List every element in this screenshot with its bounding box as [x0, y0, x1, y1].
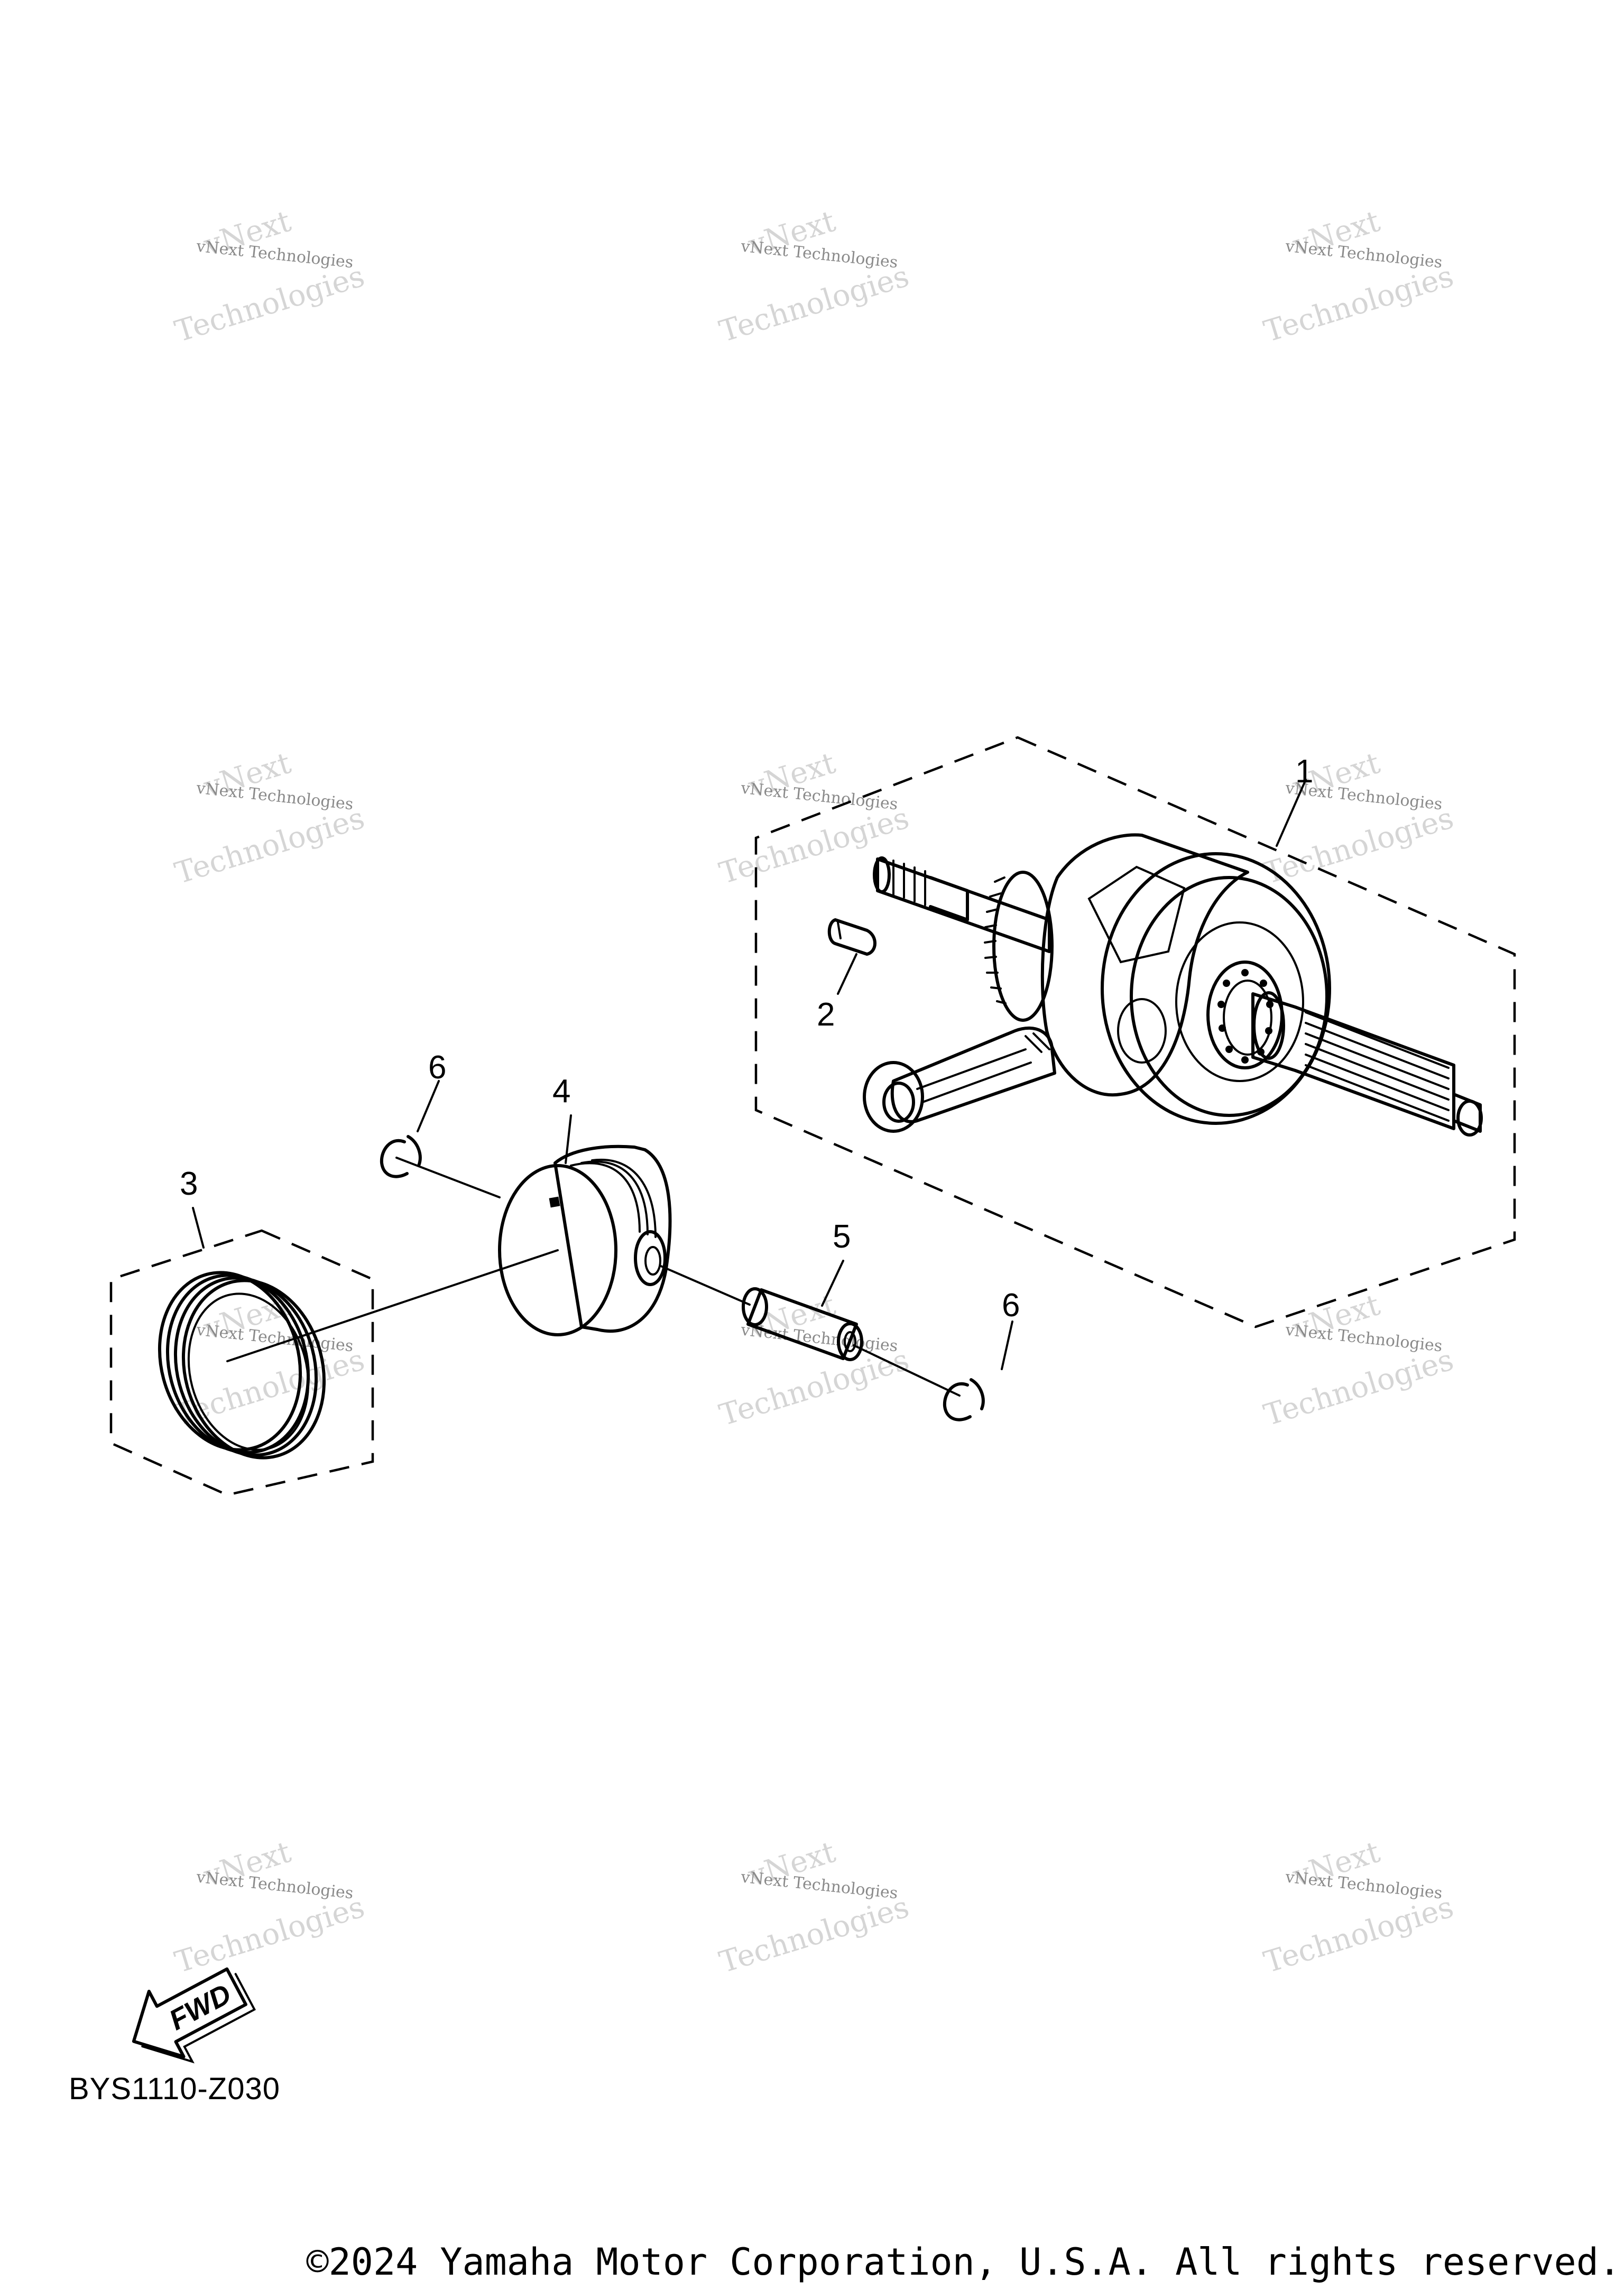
crankshaft-right-shaft [1251, 991, 1483, 1137]
connecting-rod [863, 1027, 1056, 1133]
watermark: vNext vNext Technologies Technologies [716, 204, 913, 349]
watermark-large-bottom: Technologies [171, 1890, 368, 1980]
watermark: vNext vNext Technologies Technologies [716, 1835, 913, 1980]
circlip-left[interactable] [380, 1135, 422, 1178]
circlip-right[interactable] [943, 1378, 985, 1421]
piston-crown-mark [549, 1196, 560, 1208]
watermark: vNext vNext Technologies Technologies [171, 746, 368, 891]
watermark: vNext vNext Technologies Technologies [1260, 1835, 1457, 1980]
crankshaft-right-web [1101, 852, 1331, 1125]
callout-1: 1 [1295, 753, 1313, 790]
centerline-rings-piston [226, 1249, 559, 1362]
callout-4: 4 [552, 1073, 570, 1110]
watermark-large-bottom: Technologies [1260, 1890, 1457, 1980]
watermark: vNext vNext Technologies Technologies [171, 1288, 368, 1433]
watermark-large-bottom: Technologies [171, 259, 368, 349]
piston-pin[interactable] [742, 1287, 863, 1361]
watermark: vNext vNext Technologies Technologies [171, 1835, 368, 1980]
leader-lines [192, 779, 1307, 1397]
watermark-large-bottom: Technologies [716, 259, 913, 349]
watermark: vNext vNext Technologies Technologies [171, 204, 368, 349]
watermark: vNext vNext Technologies Technologies [716, 746, 913, 891]
centerline-piston-pin [660, 1265, 751, 1306]
piston-ring-set[interactable] [140, 1257, 343, 1474]
crankshaft-drive-gear [984, 871, 1054, 1022]
callout-numbers: 1 2 3 4 5 6 6 [180, 753, 1313, 1324]
watermark-large-bottom: Technologies [716, 1343, 913, 1433]
crankshaft-bearing [1206, 961, 1284, 1069]
crankshaft-left-web [1040, 833, 1249, 1097]
watermark-grid: vNext vNext Technologies Technologies vN… [171, 204, 1457, 1980]
callout-5: 5 [833, 1218, 851, 1255]
diagram-code: BYS1110-Z030 [69, 2072, 280, 2106]
watermark: vNext vNext Technologies Technologies [1260, 204, 1457, 349]
callout-2: 2 [817, 996, 835, 1033]
woodruff-key[interactable] [827, 918, 876, 956]
callout-3: 3 [180, 1166, 198, 1202]
watermark-large-bottom: Technologies [716, 1890, 913, 1980]
centerline-pin-circlip [853, 1344, 961, 1397]
piston[interactable] [498, 1144, 672, 1336]
crankshaft-assembly-boundary [754, 736, 1516, 1328]
callout-6-right: 6 [1002, 1287, 1020, 1324]
watermark-large-bottom: Technologies [1260, 259, 1457, 349]
crankshaft-assy[interactable] [863, 833, 1483, 1137]
watermark: vNext vNext Technologies Technologies [1260, 1288, 1457, 1433]
callout-6-left: 6 [428, 1049, 446, 1086]
watermark-large-bottom: Technologies [171, 801, 368, 891]
watermark-large-bottom: Technologies [1260, 1343, 1457, 1433]
crankshaft-left-shaft [873, 856, 1051, 953]
centerline-circlip-piston [395, 1157, 501, 1198]
copyright-notice: ©2024 Yamaha Motor Corporation, U.S.A. A… [306, 2240, 1621, 2284]
